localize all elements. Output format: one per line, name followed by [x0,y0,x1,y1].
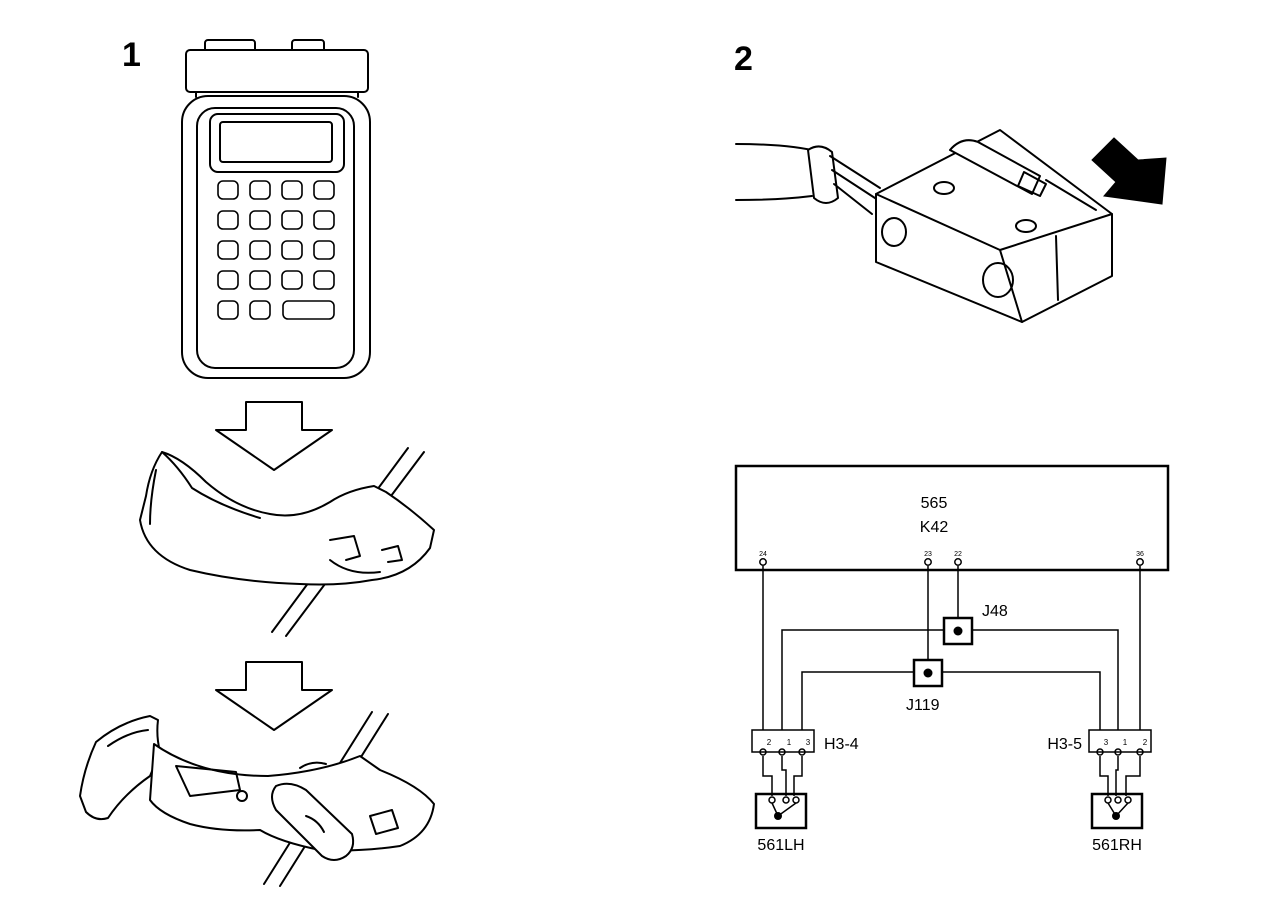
connector-pin-label: 2 [1143,738,1148,747]
connector-label-right: H3-5 [1047,736,1082,753]
module-pin-label: 22 [954,551,962,558]
junction-j119: J119 [906,658,944,714]
connector-h3-4: 2 1 3 H3-4 [751,729,859,756]
connector-label-left: H3-4 [824,736,859,753]
module-number: 565 [921,495,948,512]
module-pins: 24 23 22 36 [759,551,1144,566]
connector-pin-label: 3 [1104,738,1109,747]
panel-1: 1 [79,36,435,887]
tester-keypad [217,180,335,320]
connector-pin-label: 2 [767,738,772,747]
switch-561rh: 561RH [1090,792,1144,854]
switch-label-left: 561LH [757,837,804,854]
door-switch-illustration [735,129,1113,323]
connector-h3-5: 3 1 2 H3-5 [1047,729,1152,756]
door-handle-open-illustration [79,711,435,887]
connector-pin-label: 3 [806,738,811,747]
figure-number-1: 1 [122,36,141,74]
junction-label-lower: J119 [906,697,940,714]
wires [762,566,1141,796]
module-pin-label: 36 [1136,551,1144,558]
switch-label-right: 561RH [1092,837,1142,854]
door-handle-closed-illustration [139,447,435,637]
panel-2: 2 565 K42 [734,40,1170,854]
junction-label-upper: J48 [982,603,1008,620]
pointer-arrow-icon [1091,137,1167,205]
connector-pin-label: 1 [1123,738,1128,747]
switch-561lh: 561LH [754,792,808,854]
diagnostic-tester-illustration [181,39,371,379]
figure-number-2: 2 [734,40,753,78]
module-pin-label: 24 [759,551,767,558]
down-arrow-icon [215,401,333,471]
module-pin-label: 23 [924,551,932,558]
module-code: K42 [920,519,949,536]
junction-j48: J48 [942,603,1008,646]
down-arrow-icon [215,661,333,731]
control-module: 565 K42 [734,464,1170,572]
connector-pin-label: 1 [787,738,792,747]
wiring-schematic: 565 K42 24 23 22 36 [734,464,1170,854]
